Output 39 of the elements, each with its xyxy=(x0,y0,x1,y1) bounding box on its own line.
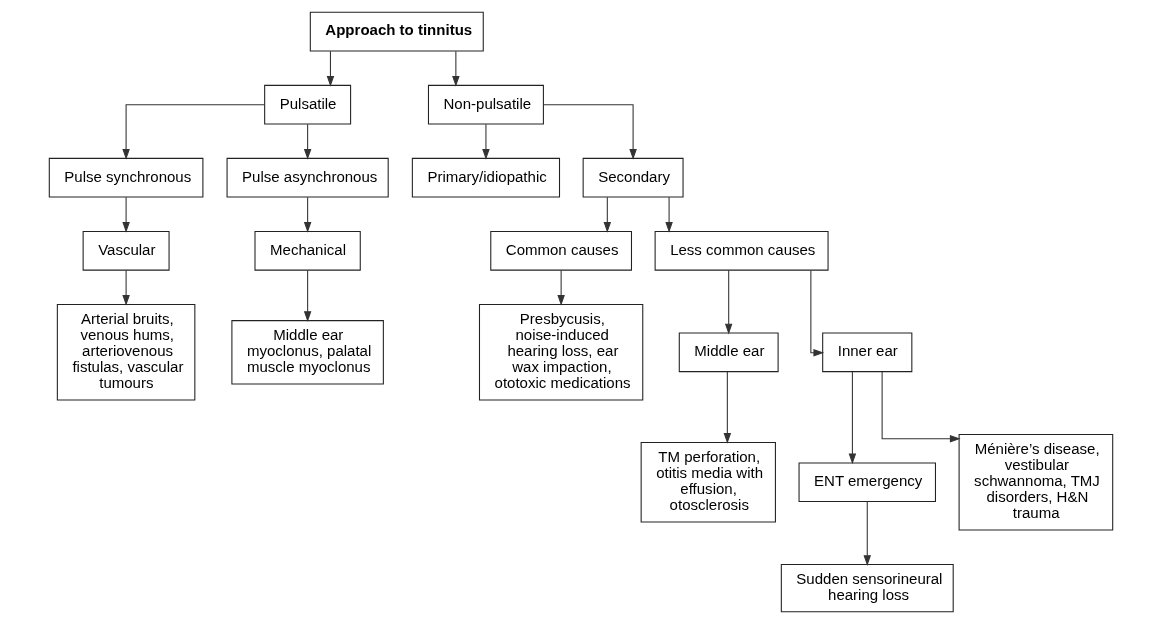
node-box: Common causes xyxy=(490,230,632,271)
node-box: Mechanical xyxy=(254,230,361,271)
arrow xyxy=(482,123,490,160)
arrow xyxy=(881,371,961,443)
arrow xyxy=(603,196,612,233)
node-box: Vascular xyxy=(82,230,170,271)
arrow xyxy=(303,269,312,322)
arrow xyxy=(303,196,312,233)
arrow xyxy=(810,269,825,357)
node-box: Pulse asynchronous xyxy=(226,157,389,198)
arrow xyxy=(723,371,732,444)
node-box: Ménière’s disease, vestibular schwannoma, TMJ disorders, H&N trauma xyxy=(958,433,1114,531)
arrow xyxy=(452,50,460,87)
arrow xyxy=(665,196,673,233)
arrow xyxy=(122,196,130,233)
node-box: ENT emergency xyxy=(798,462,936,503)
node-box: Less common causes xyxy=(654,230,829,271)
node-box: Middle ear myoclonus, palatal muscle myoclonus xyxy=(231,320,384,385)
arrow xyxy=(724,269,733,335)
arrow xyxy=(303,123,312,160)
node-box: Secondary xyxy=(582,157,684,198)
node-box: Inner ear xyxy=(822,332,913,373)
node-box: Arterial bruits, venous hums, arteriovenous fistulas, vascular tumours xyxy=(56,303,196,401)
arrow xyxy=(848,371,857,465)
node-box: Presbycusis, noise-induced hearing loss, ear wax impaction, ototoxic medications xyxy=(478,303,644,401)
node-box: TM perforation, otitis media with effusion, otosclerosis xyxy=(640,441,776,523)
node-box: Sudden sensorineural hearing loss xyxy=(780,563,954,613)
arrow xyxy=(122,269,130,306)
node-box: Primary/idiopathic xyxy=(411,157,561,198)
node-box: Middle ear xyxy=(678,332,779,373)
arrow xyxy=(863,501,872,566)
node-box: Non-pulsatile xyxy=(427,84,544,125)
arrow xyxy=(543,104,637,160)
arrow xyxy=(557,269,565,306)
arrow xyxy=(326,50,335,87)
node-box: Pulsatile xyxy=(264,84,352,125)
arrow xyxy=(122,104,266,160)
node-box: Pulse synchronous xyxy=(48,157,204,198)
node-box: Approach to tinnitus xyxy=(309,11,484,52)
